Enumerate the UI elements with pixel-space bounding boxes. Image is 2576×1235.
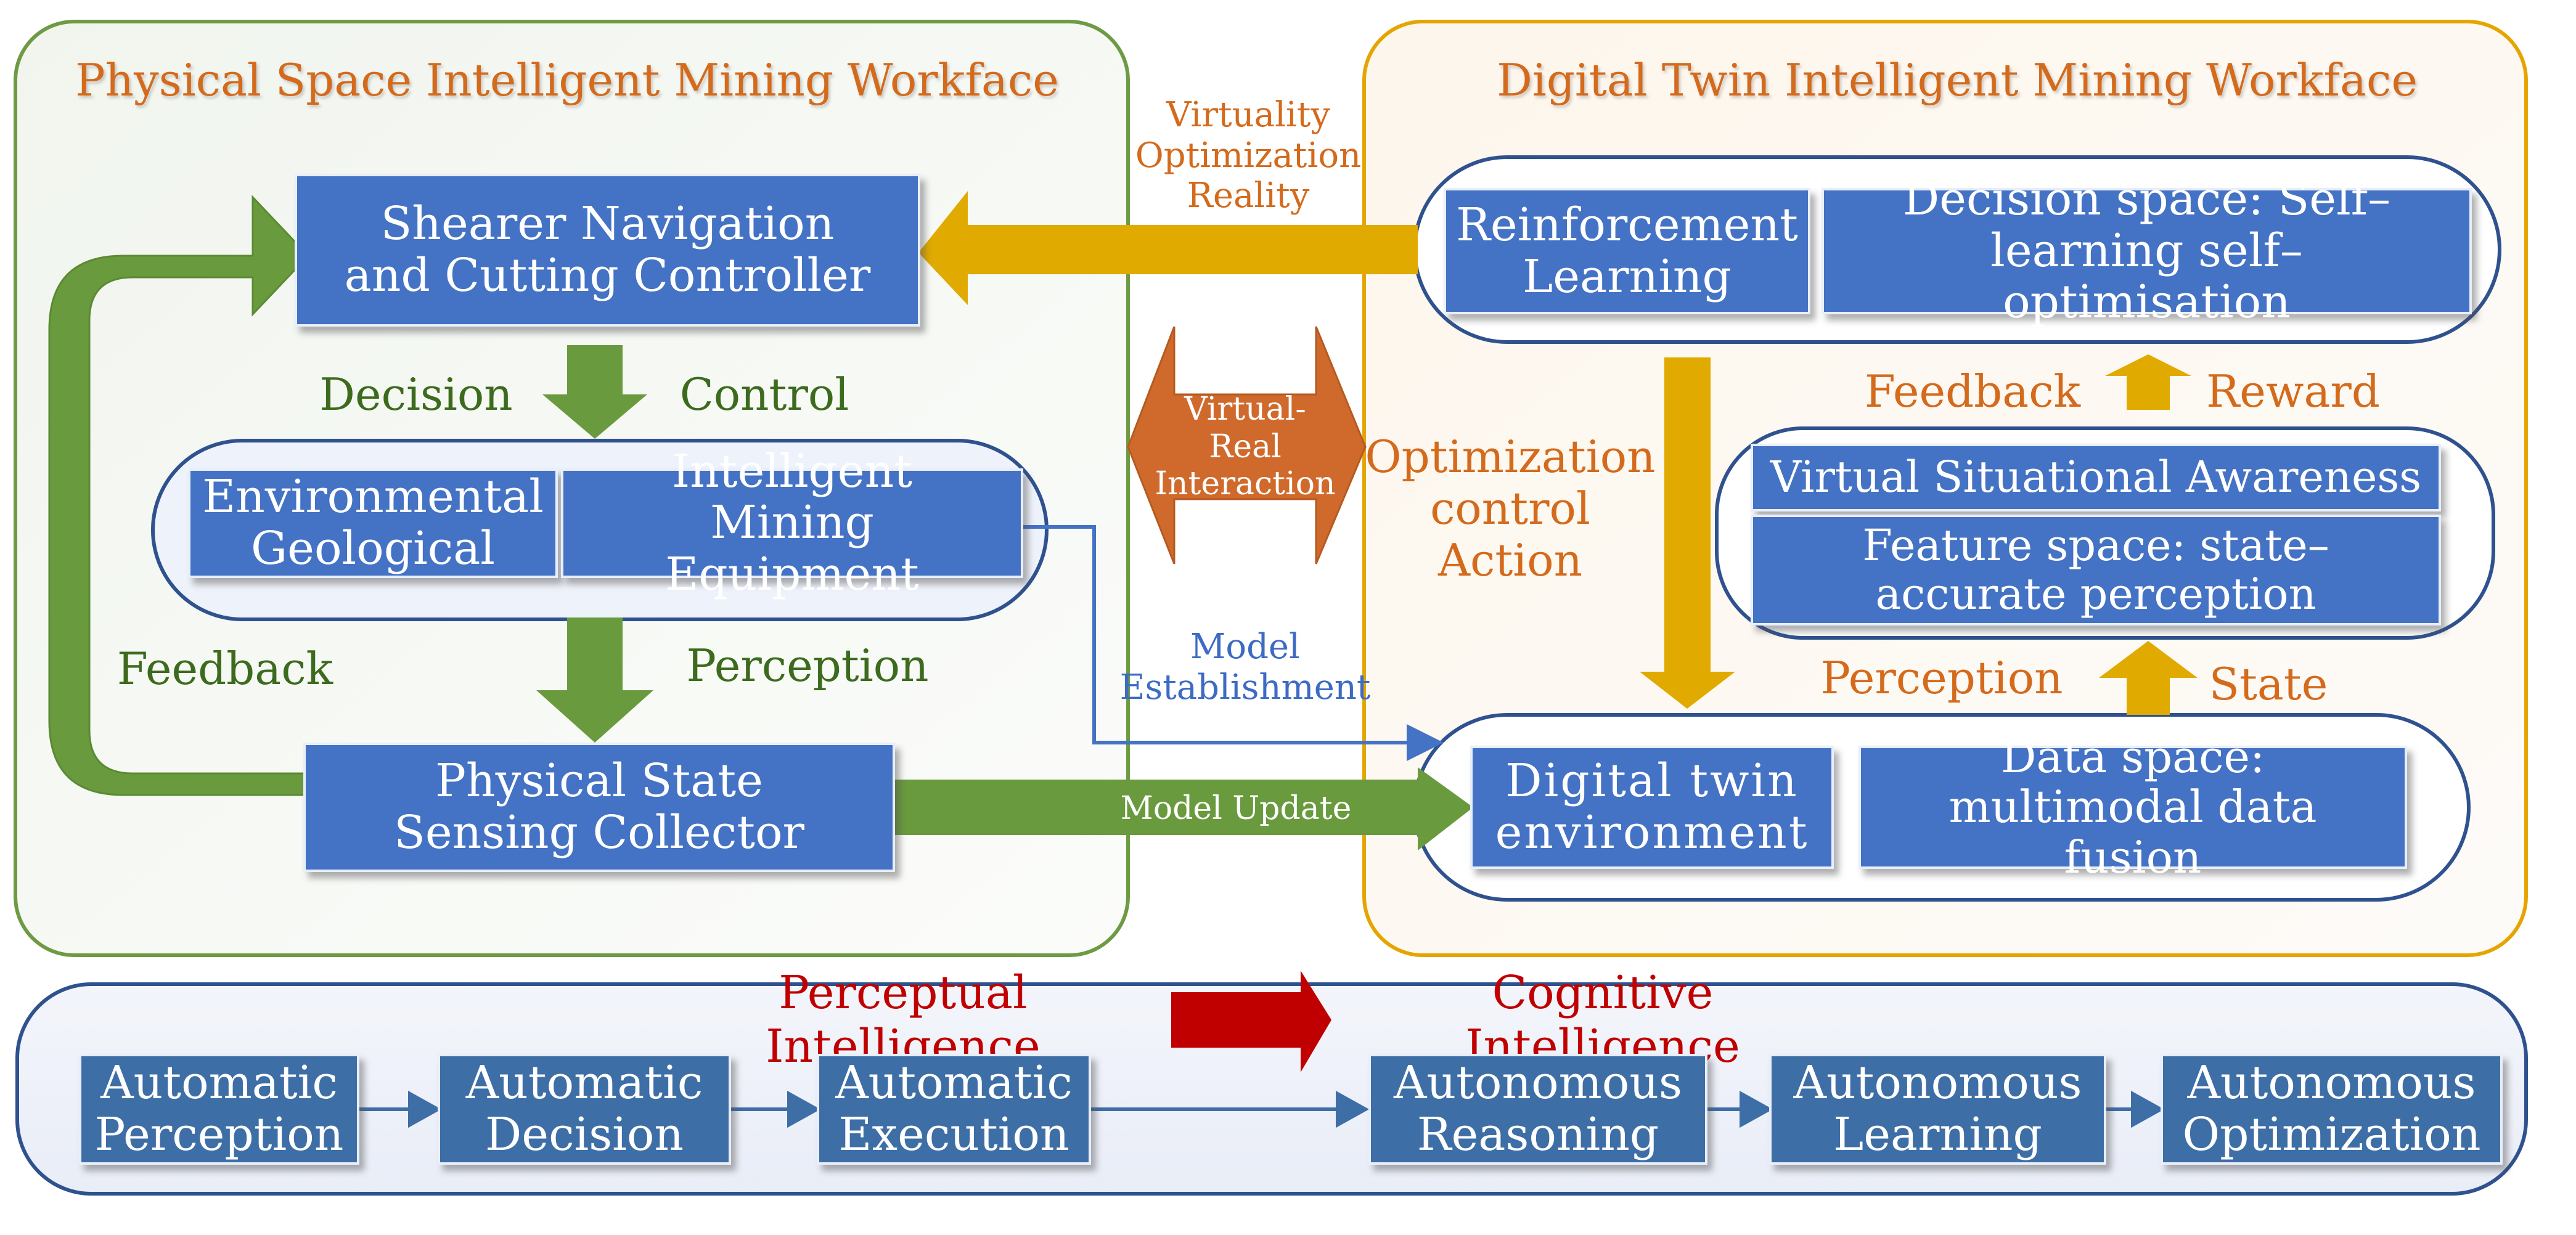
digital-twin-environment-box: Digital twin environment bbox=[1470, 746, 1834, 869]
feedback-label-digital: Feedback bbox=[1864, 365, 2081, 417]
intelligent-mining-equipment-box: Intelligent Mining Equipment bbox=[561, 446, 1023, 600]
stage-automatic-decision: Automatic Decision bbox=[438, 1054, 731, 1165]
perceptual-intelligence-label: Perceptual Intelligence bbox=[766, 966, 1041, 1073]
state-label: State bbox=[2209, 658, 2328, 710]
decision-control-arrow bbox=[542, 345, 647, 439]
model-establishment-connector bbox=[1023, 525, 1444, 761]
model-update-arrow bbox=[894, 767, 1473, 850]
stage-automatic-perception: Automatic Perception bbox=[79, 1054, 359, 1165]
virtual-real-interaction-label: Virtual-Real Interaction bbox=[1155, 390, 1336, 503]
bottom-flow-arrows bbox=[359, 1090, 2165, 1128]
stage-autonomous-optimization: Autonomous Optimization bbox=[2161, 1054, 2503, 1165]
perceptual-to-cognitive-arrow bbox=[1171, 971, 1331, 1072]
reinforcement-learning-box: Reinforcement Learning bbox=[1444, 188, 1810, 314]
optimization-control-arrow bbox=[1640, 357, 1735, 709]
decision-label: Decision bbox=[319, 368, 513, 420]
perception-label-digital: Perception bbox=[1820, 651, 2063, 704]
digital-panel-title: Digital Twin Intelligent Mining Workface bbox=[1497, 54, 2418, 106]
stage-automatic-execution: Automatic Execution bbox=[817, 1054, 1091, 1165]
decision-space-box: Decision space: Self–learning self–optim… bbox=[1822, 173, 2472, 328]
perception-state-arrow bbox=[2099, 641, 2198, 715]
feedback-loop-arrow bbox=[48, 195, 310, 796]
physical-panel-title: Physical Space Intelligent Mining Workfa… bbox=[75, 54, 1059, 106]
feedback-label-physical: Feedback bbox=[117, 642, 333, 695]
environmental-geological-box: Environmental Geological bbox=[188, 468, 558, 578]
control-label: Control bbox=[679, 368, 849, 420]
stage-autonomous-reasoning: Autonomous Reasoning bbox=[1368, 1054, 1707, 1165]
data-space-box: Data space: multimodal data fusion bbox=[1858, 732, 2407, 882]
stage-autonomous-learning: Autonomous Learning bbox=[1769, 1054, 2106, 1165]
virtual-real-interaction-arrow bbox=[1127, 326, 1367, 565]
optimization-control-action-label: Optimization control Action bbox=[1365, 430, 1656, 587]
reward-label: Reward bbox=[2206, 365, 2380, 417]
virtual-situational-awareness-box: Virtual Situational Awareness bbox=[1751, 444, 2441, 512]
model-update-label: Model Update bbox=[1120, 790, 1352, 828]
cognitive-intelligence-label: Cognitive Intelligence bbox=[1465, 966, 1740, 1073]
virtuality-optimization-reality-label: Virtuality Optimization Reality bbox=[1135, 95, 1362, 216]
feature-space-box: Feature space: state–accurate perception bbox=[1751, 515, 2441, 626]
sensing-collector-box: Physical State Sensing Collector bbox=[303, 743, 895, 872]
perception-label-physical: Perception bbox=[686, 639, 929, 691]
perception-arrow bbox=[536, 618, 653, 743]
shearer-controller-box: Shearer Navigation and Cutting Controlle… bbox=[295, 174, 920, 327]
virtuality-optimization-arrow bbox=[918, 191, 1418, 305]
feedback-reward-arrow bbox=[2105, 354, 2191, 410]
model-establishment-label: Model Establishment bbox=[1119, 626, 1371, 707]
